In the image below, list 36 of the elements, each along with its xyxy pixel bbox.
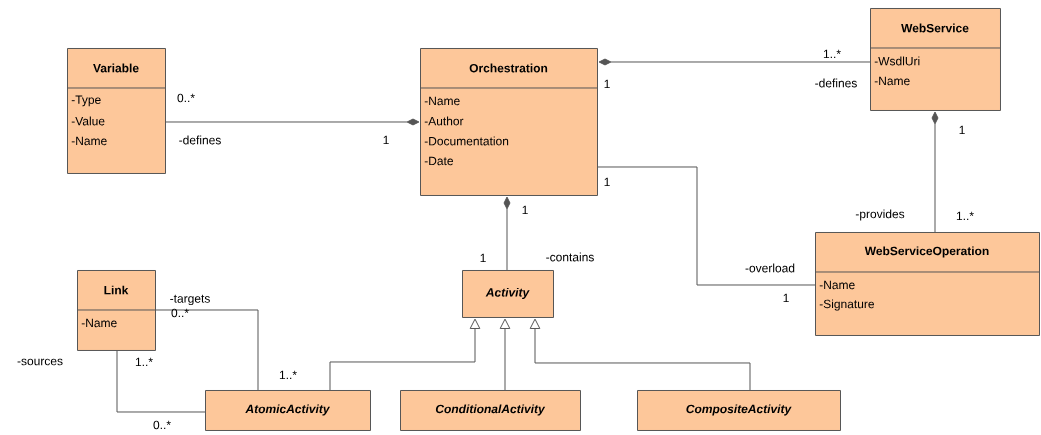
- role-label: -defines: [177, 134, 223, 146]
- class-box: Orchestration -Name -Author -Documentation -Date: [419, 48, 598, 196]
- association-line: [116, 350, 206, 413]
- multiplicity-label: 1: [383, 135, 389, 145]
- multiplicity-label: 1: [604, 177, 610, 187]
- multiplicity-label: 0..*: [171, 308, 189, 318]
- composition-line: [165, 118, 420, 126]
- multiplicity-label: 1: [959, 125, 965, 135]
- composition-line: [931, 111, 939, 233]
- association-line: [597, 166, 816, 286]
- multiplicity-label: 1..*: [956, 211, 974, 221]
- role-label: -provides: [854, 208, 906, 222]
- class-box: WebServiceOperation -Name -Signature: [814, 232, 1040, 336]
- multiplicity-label: 0..*: [177, 93, 195, 103]
- class-box: Activity: [462, 270, 554, 318]
- composition-line: [598, 58, 871, 66]
- class-box: Variable -Type -Value -Name: [66, 48, 166, 174]
- inheritance-arrow: [499, 318, 511, 391]
- role-label: -targets: [168, 293, 212, 307]
- role-label: -sources: [16, 357, 64, 367]
- composition-line: [503, 196, 511, 271]
- inheritance-arrow: [329, 318, 481, 391]
- association-line: [155, 309, 259, 391]
- multiplicity-label: 1: [783, 293, 789, 303]
- multiplicity-label: 0..*: [153, 420, 171, 430]
- class-box: Link -Name: [76, 270, 156, 351]
- class-box: ConditionalActivity: [400, 390, 581, 431]
- class-box: CompositeActivity: [637, 390, 841, 431]
- inheritance-arrow: [529, 318, 751, 391]
- class-box: WebService -WsdlUri -Name: [869, 8, 1001, 111]
- role-label: -contains: [544, 251, 596, 263]
- multiplicity-label: 1..*: [823, 49, 841, 59]
- multiplicity-label: 1..*: [279, 370, 297, 380]
- role-label: -defines: [813, 77, 859, 89]
- role-label: -overload: [744, 262, 796, 274]
- class-box: AtomicActivity: [205, 390, 371, 431]
